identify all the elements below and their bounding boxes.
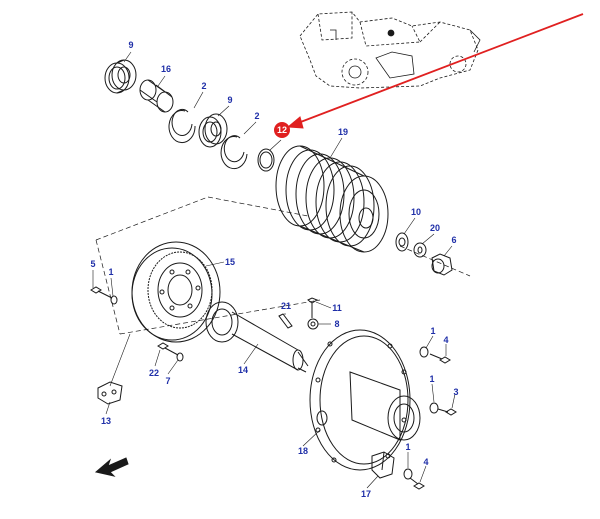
label-part-4-top: 4: [443, 335, 449, 345]
label-part-11: 11: [332, 303, 342, 313]
label-part-2-left: 2: [201, 81, 207, 91]
bolt-5: [90, 286, 118, 305]
assembly-outline: [95, 196, 471, 335]
callout-badge-12: 12: [274, 122, 290, 138]
label-part-1-left: 1: [108, 267, 114, 277]
label-part-8: 8: [334, 319, 340, 329]
label-part-3: 3: [453, 387, 459, 397]
combine-harvester-icon: [299, 11, 481, 89]
shaft-14: [205, 301, 309, 373]
label-part-14: 14: [237, 365, 249, 375]
callout-pointer: [286, 13, 584, 129]
label-part-1-right-mid: 1: [429, 374, 435, 384]
nut-8: [307, 318, 319, 330]
label-part-19: 19: [337, 127, 349, 137]
label-part-13: 13: [100, 416, 112, 426]
label-part-5: 5: [90, 259, 96, 269]
bolt-11: [307, 297, 319, 318]
bushing-20: [413, 242, 427, 258]
bearing-9-mid: [198, 113, 228, 148]
label-part-2-right: 2: [254, 111, 260, 121]
label-part-18: 18: [297, 446, 309, 456]
label-part-9-top: 9: [128, 40, 134, 50]
label-part-22: 22: [148, 368, 160, 378]
pulley-19: [275, 145, 389, 253]
label-part-17: 17: [360, 489, 372, 499]
label-part-15: 15: [224, 257, 236, 267]
ring-12: [257, 148, 275, 172]
pin-21: [278, 313, 293, 329]
label-part-9-mid: 9: [227, 95, 233, 105]
label-part-1-right-top: 1: [430, 326, 436, 336]
label-part-21: 21: [280, 301, 292, 311]
fastener-set-right-bottom: [403, 468, 425, 490]
label-part-10: 10: [410, 207, 422, 217]
leader-lines: [92, 51, 456, 489]
fastener-set-right-mid: [429, 402, 457, 416]
sleeve-16: [139, 79, 174, 113]
fastener-set-right-top: [419, 346, 451, 364]
label-part-16: 16: [160, 64, 172, 74]
flange-15: [131, 241, 221, 343]
label-part-20: 20: [429, 223, 441, 233]
bolt-22: [157, 342, 184, 362]
washer-10: [395, 232, 409, 252]
label-part-6: 6: [451, 235, 457, 245]
hub-housing-18: [309, 329, 421, 471]
bracket-13: [97, 381, 123, 405]
bearing-9-top: [104, 59, 137, 94]
label-part-4-bottom: 4: [423, 457, 429, 467]
circlip-2-left: [168, 108, 196, 144]
circlip-2-right: [220, 135, 248, 170]
block-17: [371, 451, 395, 479]
label-part-1-right-bottom: 1: [405, 442, 411, 452]
label-part-7: 7: [165, 376, 171, 386]
direction-arrow-icon: [94, 457, 129, 477]
nut-6: [431, 253, 453, 276]
